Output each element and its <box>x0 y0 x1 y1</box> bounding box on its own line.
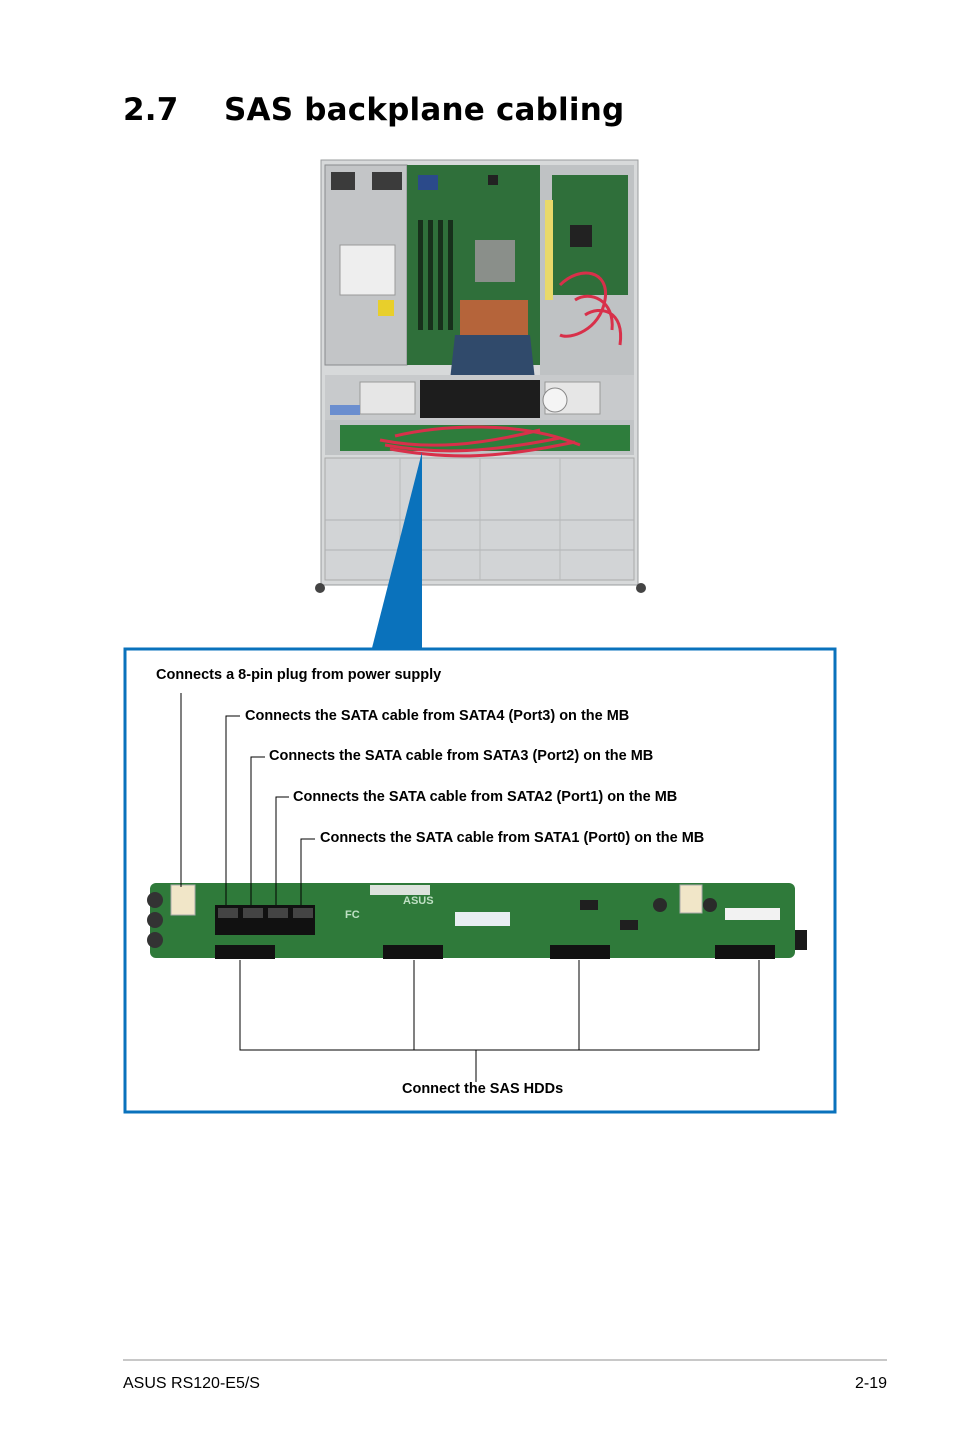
label-sata4: Connects the SATA cable from SATA4 (Port… <box>245 708 630 724</box>
board-fc-label: FC <box>345 909 360 921</box>
leader-sata1 <box>300 838 315 905</box>
callout-frame <box>123 647 837 1114</box>
leader-sata4 <box>225 715 240 905</box>
board-brand-label: ASUS <box>403 895 434 907</box>
footer-page-number: 2-19 <box>854 1375 887 1392</box>
backplane-closeup-image: ASUS FC <box>147 883 807 959</box>
leader-sata2 <box>275 796 289 905</box>
footer-divider <box>123 1359 887 1361</box>
section-number: 2.7 <box>123 92 179 128</box>
leader-hdd-bracket <box>239 960 760 1051</box>
label-sata1: Connects the SATA cable from SATA1 (Port… <box>320 830 705 846</box>
leader-sata3 <box>250 756 265 905</box>
section-heading: 2.7 SAS backplane cabling <box>123 92 624 128</box>
section-title: SAS backplane cabling <box>224 92 625 128</box>
footer-product-name: ASUS RS120-E5/S <box>123 1375 260 1392</box>
label-power: Connects a 8-pin plug from power supply <box>156 667 442 683</box>
label-sata2: Connects the SATA cable from SATA2 (Port… <box>293 789 678 805</box>
label-sata3: Connects the SATA cable from SATA3 (Port… <box>269 748 654 764</box>
callout-pointer <box>372 452 422 648</box>
leader-lines <box>180 693 760 1082</box>
label-sas-hdds: Connect the SAS HDDs <box>402 1081 564 1097</box>
server-top-view-image <box>315 159 646 593</box>
